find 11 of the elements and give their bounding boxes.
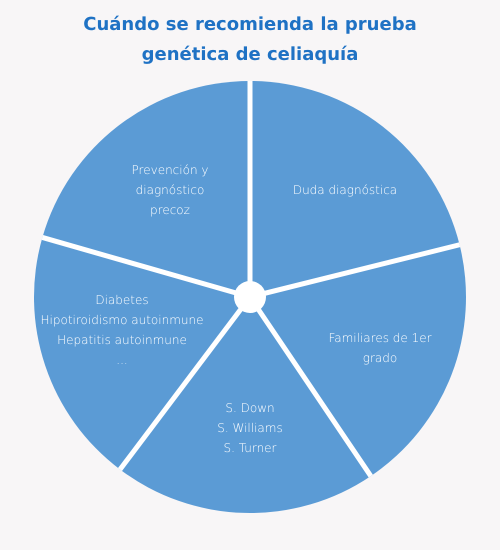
sector-label: Prevención y diagnóstico precoz [130, 162, 210, 219]
title: Cuándo se recomienda la prueba genética de celiaquía [82, 13, 418, 67]
sector-label: Duda diagnóstica [292, 182, 398, 199]
sector-label: Diabetes [94, 292, 150, 309]
sector-label: Hepatitis autoinmune [56, 332, 188, 349]
sector-label: Familiares de 1er grado [327, 330, 433, 367]
sector-label: S. Down [224, 400, 276, 417]
sector-label: S. Williams [216, 420, 284, 437]
sector-label: S. Turner [222, 440, 278, 457]
sector-label: Hipotiroidismo autoinmune [40, 312, 204, 329]
sector-label: ... [115, 352, 129, 369]
